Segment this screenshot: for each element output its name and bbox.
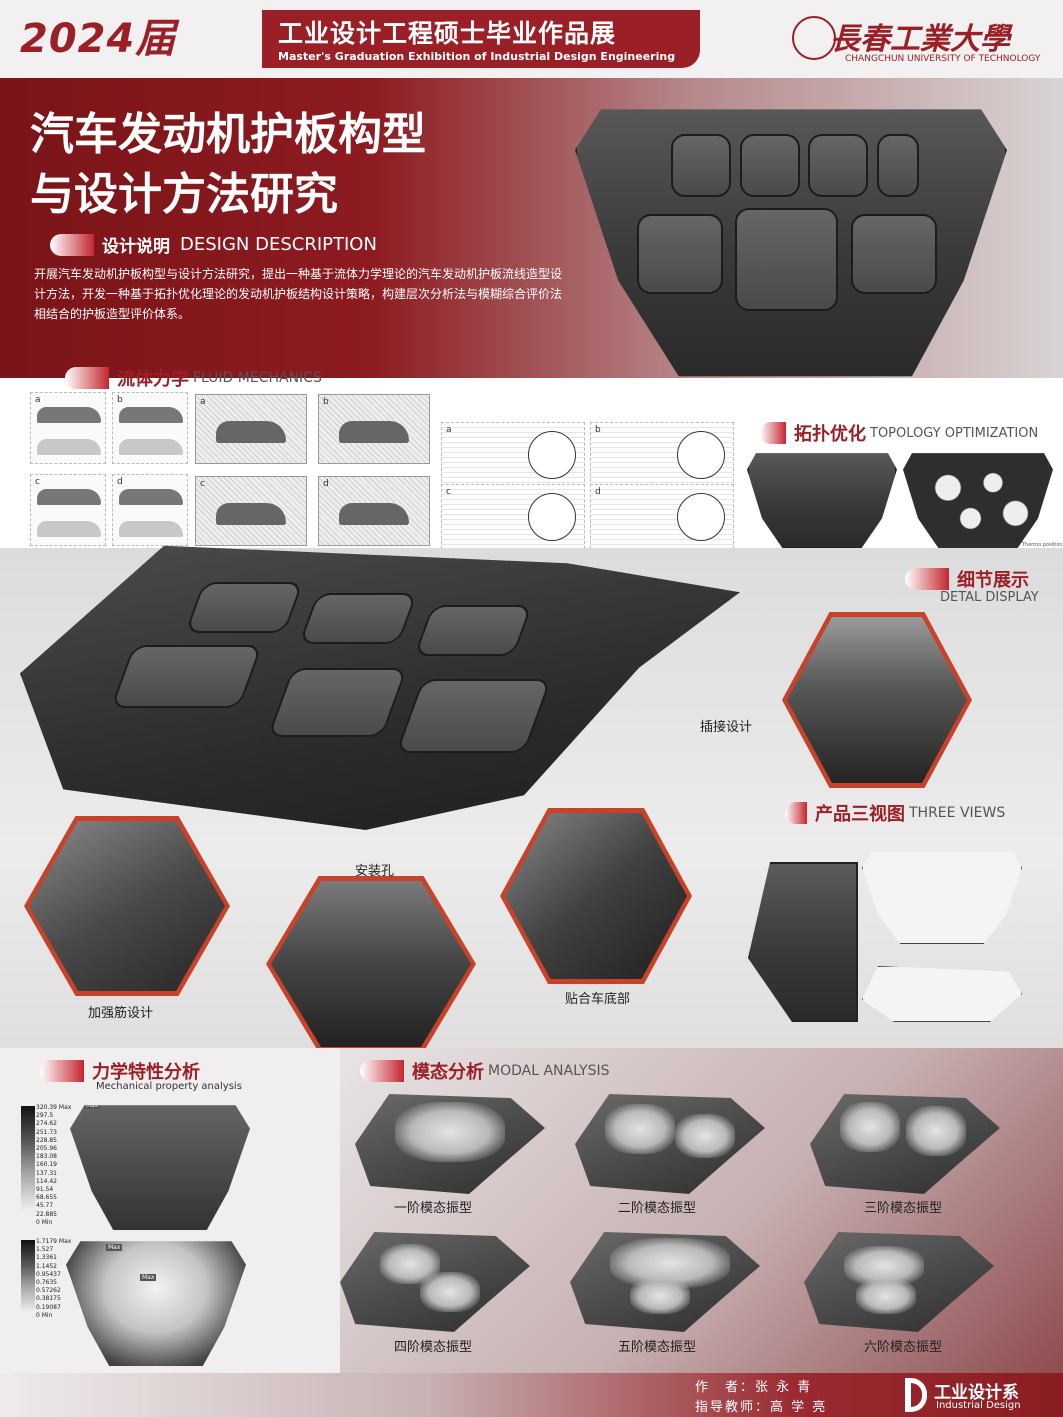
exhibition-title-cn: 工业设计工程硕士毕业作品展 <box>278 19 617 48</box>
plate-panel <box>739 134 800 197</box>
design-description-body: 开展汽车发动机护板构型与设计方法研究，提出一种基于流体力学理论的汽车发动机护板流… <box>34 267 563 321</box>
mesh-model-d: d <box>318 476 430 546</box>
section-pill-icon <box>50 233 94 256</box>
detail-zoom-plug <box>782 612 972 788</box>
fluid-heading-en: FLUID MECHANICS <box>193 370 322 386</box>
stress-legend-bar <box>21 1106 35 1210</box>
modal-heading-cn: 模态分析 <box>412 1062 484 1083</box>
department-name-cn: 工业设计系 <box>934 1383 1019 1403</box>
car-silhouette-b: b <box>112 392 188 464</box>
modal-caption-1: 一阶模态振型 <box>394 1201 473 1216</box>
design-description-en: DESIGN DESCRIPTION <box>180 234 377 255</box>
design-description-heading: 设计说明 DESIGN DESCRIPTION <box>50 232 377 257</box>
mesh-model-b: b <box>318 394 430 464</box>
modal-caption-4: 四阶模态振型 <box>394 1340 473 1355</box>
modal-shape-3 <box>810 1094 1000 1194</box>
modal-caption-2: 二阶模态振型 <box>618 1201 697 1216</box>
section-pill-icon <box>905 568 949 590</box>
plate-panel <box>671 134 732 197</box>
callout-mounting-hole: 安装孔 <box>355 864 395 879</box>
section-pill-icon <box>760 422 786 444</box>
section-pill-icon <box>40 1060 84 1082</box>
flow-field-a: a <box>441 422 585 492</box>
plate-panel <box>636 214 723 295</box>
topology-heading-cn: 拓扑优化 <box>794 424 866 445</box>
project-title-line2: 与设计方法研究 <box>30 169 338 220</box>
car-silhouette-d: d <box>112 474 188 546</box>
section-pill-icon <box>360 1060 404 1082</box>
car-silhouette-a: a <box>30 392 106 464</box>
section-pill-icon <box>65 367 109 389</box>
detail-heading-en: DETAL DISPLAY <box>940 590 1039 605</box>
modal-heading: 模态分析 MODAL ANALYSIS <box>360 1058 609 1084</box>
exhibition-title-en: Master's Graduation Exhibition of Indust… <box>278 50 676 63</box>
university-seal-icon <box>792 16 836 60</box>
university-name-cn: 長春工業大學 <box>830 22 1010 57</box>
plate-panel <box>299 593 418 645</box>
modal-shape-6 <box>804 1232 994 1332</box>
design-description-cn: 设计说明 <box>102 237 170 257</box>
displacement-legend-bar <box>21 1240 35 1312</box>
topology-legend: Thermo position <box>1022 542 1063 548</box>
three-views-heading: 产品三视图 THREE VIEWS <box>785 800 1005 826</box>
plate-panel <box>735 208 839 312</box>
plate-panel <box>876 134 920 197</box>
department-name-en: Industrial Design <box>936 1400 1021 1411</box>
header-title-bar <box>262 10 700 68</box>
project-title-line1: 汽车发动机护板构型 <box>30 109 426 160</box>
topology-heading: 拓扑优化 TOPOLOGY OPTIMIZATION <box>760 420 1038 446</box>
topology-heading-en: TOPOLOGY OPTIMIZATION <box>870 425 1039 441</box>
detail-heading: 细节展示 <box>905 566 1029 592</box>
plate-panel <box>850 214 937 295</box>
author-credit: 作 者：张 永 青 <box>695 1380 813 1395</box>
callout-plug-design: 插接设计 <box>700 720 753 735</box>
detail-heading-cn: 细节展示 <box>957 570 1029 591</box>
flow-field-d: d <box>590 484 734 554</box>
modal-caption-5: 五阶模态振型 <box>618 1340 697 1355</box>
mechanical-heading-en: Mechanical property analysis <box>96 1081 242 1092</box>
fluid-mechanics-heading: 流体力学 FLUID MECHANICS <box>65 365 322 391</box>
plate-panel <box>808 134 869 197</box>
advisor-credit: 指导教师：高 学 亮 <box>695 1400 828 1415</box>
fluid-heading-cn: 流体力学 <box>117 369 189 390</box>
modal-caption-3: 三阶模态振型 <box>864 1201 943 1216</box>
plate-panel <box>395 679 552 754</box>
callout-rib-design: 加强筋设计 <box>88 1006 154 1021</box>
three-view-side <box>862 966 1022 1022</box>
section-pill-icon <box>785 802 807 824</box>
plate-panel <box>267 667 407 737</box>
plate-panel <box>413 604 533 657</box>
mesh-model-c: c <box>195 476 307 546</box>
mesh-model-a: a <box>195 394 307 464</box>
modal-heading-en: MODAL ANALYSIS <box>488 1063 610 1079</box>
three-views-cn: 产品三视图 <box>815 804 905 825</box>
plate-panel <box>110 644 263 708</box>
exhibition-year: 2024届 <box>20 16 177 62</box>
flow-field-b: b <box>590 422 734 492</box>
modal-shape-5 <box>570 1232 760 1332</box>
modal-caption-6: 六阶模态振型 <box>864 1340 943 1355</box>
callout-fit-underbody: 贴合车底部 <box>565 992 631 1007</box>
flow-field-c: c <box>441 484 585 554</box>
three-views-en: THREE VIEWS <box>909 805 1006 821</box>
university-name-en: CHANGCHUN UNIVERSITY OF TECHNOLOGY <box>845 54 1041 64</box>
plate-panel <box>184 582 304 634</box>
department-logo-icon <box>905 1378 927 1412</box>
car-silhouette-c: c <box>30 474 106 546</box>
mechanical-heading: 力学特性分析 <box>40 1058 200 1084</box>
footer <box>0 1373 1063 1417</box>
three-view-perspective <box>748 862 858 1022</box>
mechanical-heading-cn: 力学特性分析 <box>92 1062 200 1083</box>
